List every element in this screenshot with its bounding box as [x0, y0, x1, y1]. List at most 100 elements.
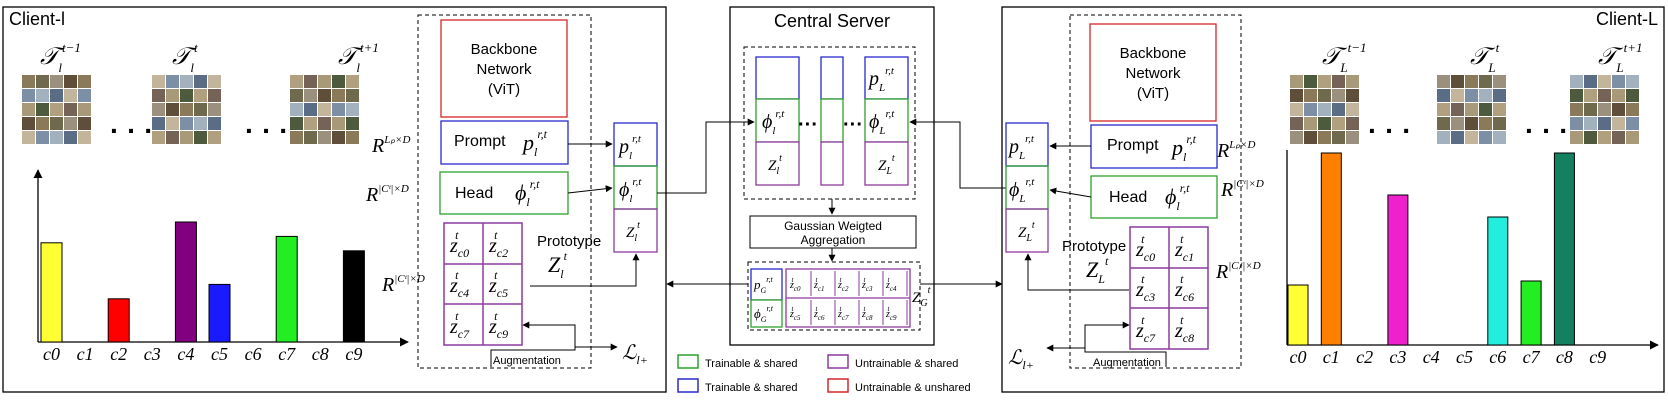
client-l-augmentation-label: Augmentation [493, 355, 561, 367]
server-global-group [747, 261, 921, 331]
client-l-mosaic-next-tile [290, 103, 303, 116]
client-L-mosaic-prev-tile [1318, 103, 1331, 116]
client_l-class-label-c5: c5 [211, 344, 228, 364]
client-l-mosaic-next [290, 75, 359, 144]
client-l-mosaic-curr [152, 75, 221, 144]
client-L-mosaic-curr-tile [1437, 117, 1450, 130]
client-L-mosaic-next-tile [1598, 89, 1611, 102]
client-L-mosaic-curr-tile [1493, 117, 1506, 130]
client-l-mosaic-curr-tile [166, 89, 179, 102]
server-dots-left: ··· [798, 114, 818, 136]
client-L-mosaic-curr-tile [1437, 89, 1450, 102]
client-l-mosaic-curr-tile [194, 131, 207, 144]
server-mid-prompt [820, 56, 844, 100]
client-L-mosaic-prev-tile [1332, 131, 1345, 144]
legend-swatch-0 [677, 354, 699, 369]
client-L-border [1001, 6, 1665, 393]
upload-arrow-client-l [657, 118, 755, 194]
client-L-mosaic-curr-tile [1465, 131, 1478, 144]
client-l-mosaic-prev-tile [78, 75, 91, 88]
client-l-prompt-box [440, 120, 569, 165]
client-l-head-arrow [567, 185, 613, 194]
client-L-upload-stack [1006, 123, 1048, 252]
client-l-mosaic-curr-tile [194, 103, 207, 116]
client-l-prompt-label: Prompt [454, 133, 506, 150]
legend-label-1: Untrainable & shared [855, 358, 958, 370]
client-l-mosaic-curr-tile [152, 89, 165, 102]
client-l-mosaic-curr-tile [180, 89, 193, 102]
client-L-mosaic-next-tile [1570, 131, 1583, 144]
client-l-mosaic-next-tile [304, 117, 317, 130]
client-l-mosaic-prev-tile [50, 75, 63, 88]
client-l-mosaic-next-tile [290, 75, 303, 88]
client_l-class-label-c8: c8 [312, 344, 329, 364]
client-L-mosaic-prev-tile [1304, 75, 1317, 88]
client-l-mosaic-prev-tile [78, 117, 91, 130]
client-L-head-box [1090, 175, 1218, 219]
server-global-head-symbol: ϕGr,t [754, 304, 774, 324]
client-l-ellipsis-1: · · · [110, 115, 154, 146]
client-l-border [2, 6, 667, 393]
client-l-mosaic-next-tile [346, 103, 359, 116]
client-L-mosaic-curr-tile [1493, 89, 1506, 102]
client-l-proto-arrow [530, 253, 640, 287]
server-left-proto [755, 141, 800, 186]
client-L-prompt-symbol: plr,t [1170, 132, 1197, 164]
server-right-proto [864, 141, 909, 186]
client-l-mosaic-next-tile [346, 131, 359, 144]
client-l-mosaic-next-tile [318, 103, 331, 116]
client-L-prototype-label: Prototype [1062, 238, 1126, 255]
client-l-mosaic-curr-tile [152, 117, 165, 130]
client-l-mosaic-prev-tile [36, 117, 49, 130]
client-L-prototype-symbol: ZLt [1086, 254, 1109, 286]
client-l-image-mosaics [22, 75, 359, 144]
client_l-bar-c9 [342, 250, 365, 343]
client-L-mosaic-next-tile [1570, 75, 1583, 88]
client-l-mosaic-prev [22, 75, 91, 144]
client_L-class-label-c8: c8 [1556, 347, 1573, 367]
client-L-mosaic-prev-tile [1304, 89, 1317, 102]
client_l-class-label-c7: c7 [278, 344, 296, 364]
client-l-mosaic-next-tile [304, 75, 317, 88]
server-right-head-symbol: ϕLr,t [869, 108, 895, 137]
client-l-mosaic-next-tile [332, 89, 345, 102]
client-l-mosaic-prev-tile [36, 89, 49, 102]
client_l-class-label-c6: c6 [245, 344, 262, 364]
server-right-prompt [864, 56, 909, 100]
client-L-mosaic-next-tile [1584, 117, 1597, 130]
client-l-mosaic-prev-tile [22, 75, 35, 88]
client-L-mosaic-curr-tile [1437, 103, 1450, 116]
client-l-mosaic-next-tile [290, 89, 303, 102]
client-l-head-symbol: ϕlr,t [515, 177, 540, 209]
client-L-mosaic-next-tile [1612, 117, 1625, 130]
client-L-head-dim: R|Cᵗ|×D [1220, 178, 1264, 201]
server-left-head [755, 98, 800, 143]
client-l-upload-head-symbol: ϕlr,t [619, 176, 642, 205]
client-l-mosaic-curr-tile [208, 117, 221, 130]
client-L-augmentation-label: Augmentation [1093, 357, 1161, 369]
client-L-mosaic-prev-tile [1318, 75, 1331, 88]
legend: Trainable & shared Untrainable & shared … [677, 354, 971, 394]
client-l-mosaic-curr-tile [152, 103, 165, 116]
client-L-mosaic-prev-tile [1318, 117, 1331, 130]
client-L-mosaic-next-tile [1612, 89, 1625, 102]
client-l-upload-prompt-symbol: plr,t [617, 133, 642, 162]
client-l-mosaic-curr-tile [208, 103, 221, 116]
client-L-task-curr-label: 𝒯Lt [1470, 40, 1500, 75]
client-l-bars [40, 221, 365, 343]
client-L-mosaic-next-tile [1626, 117, 1639, 130]
client-L-mosaic-prev-tile [1290, 89, 1303, 102]
client-L-mosaic-next-tile [1584, 103, 1597, 116]
client-L-mosaic-prev-tile [1290, 103, 1303, 116]
client-l-mosaic-curr-tile [194, 75, 207, 88]
client-l-mosaic-curr-tile [208, 131, 221, 144]
server-global-proto-c1: zc1t [813, 276, 825, 293]
server-global-proto-symbol: ZGt [912, 285, 931, 309]
client-L-mosaic-curr-tile [1479, 89, 1492, 102]
client-L-head-arrow [1049, 187, 1092, 198]
client-L-mosaic-prev-tile [1346, 117, 1359, 130]
client-L-mosaic-curr-tile [1451, 131, 1464, 144]
client-l-mosaic-curr-tile [166, 75, 179, 88]
